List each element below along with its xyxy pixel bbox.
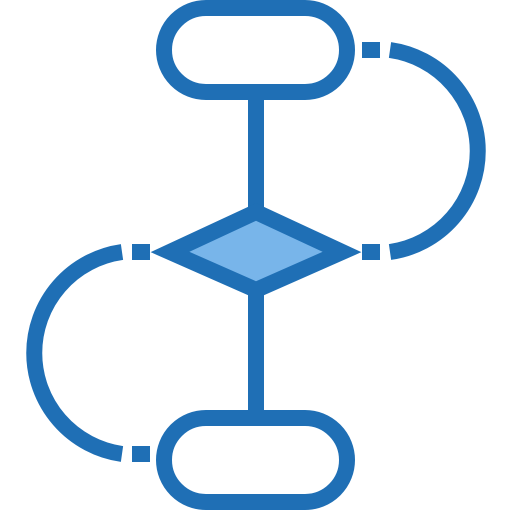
right-loop-arc [388,42,486,260]
top-terminator-shape [156,0,355,100]
bottom-terminator-shape [156,410,355,510]
decision-diamond-shape [150,203,362,299]
left-loop-arc [26,244,124,462]
